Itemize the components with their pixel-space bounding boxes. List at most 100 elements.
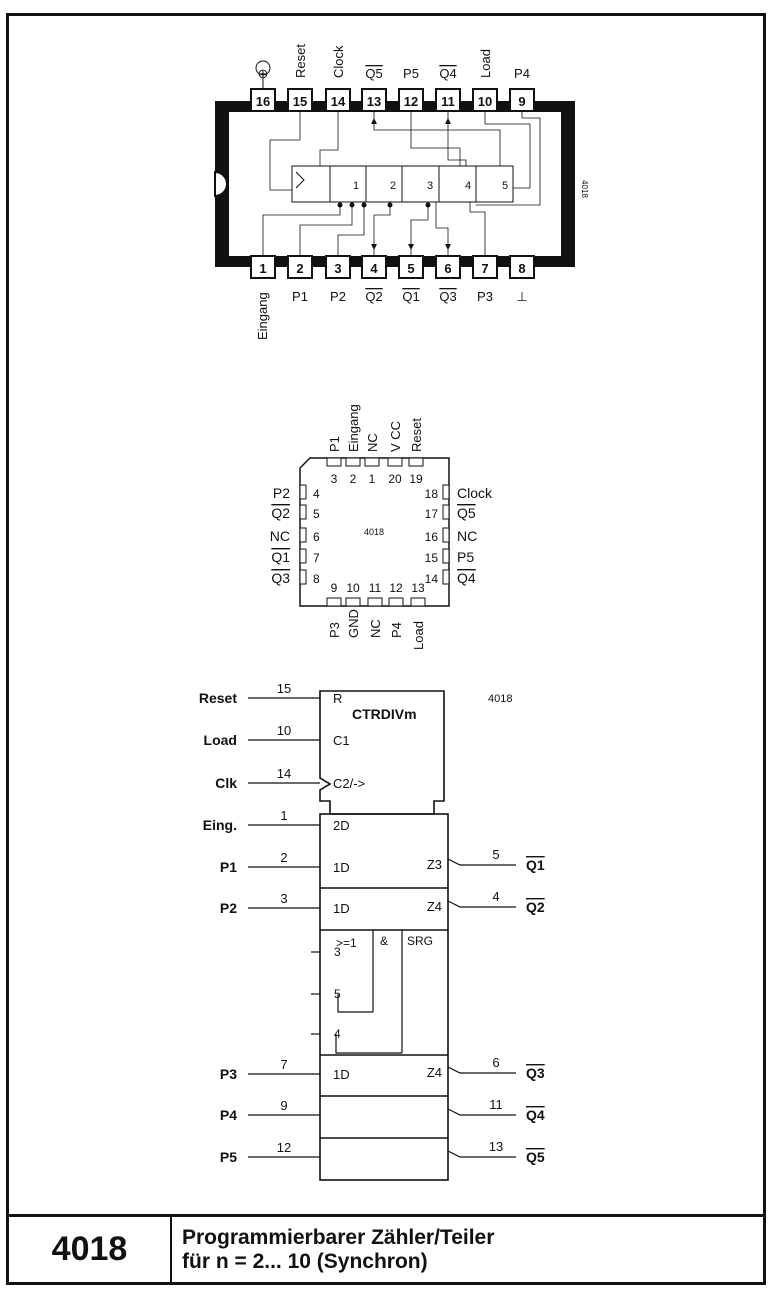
- dip-stage-label: 1: [353, 180, 359, 192]
- dip-top-pin-box: [435, 88, 461, 112]
- output-name: Q5: [526, 1149, 545, 1165]
- plcc-left-pin-number: 7: [313, 551, 320, 565]
- dip-bottom-pin-number: 8: [518, 261, 525, 276]
- input-pin-number: 9: [280, 1098, 287, 1113]
- dip-top-pin-number: 12: [404, 94, 418, 109]
- dip-stage-label: 2: [390, 180, 396, 192]
- input-name: Clk: [215, 775, 237, 791]
- plcc-right-pin-label: NC: [457, 528, 477, 544]
- dip-package-diagram: 16⊕15Reset14Clock13Q512P511Q410Load9P41E…: [214, 44, 589, 340]
- dip-junction: [425, 202, 431, 208]
- plcc-bottom-pin-label: GND: [346, 609, 361, 638]
- or-input-label: 3: [334, 945, 341, 959]
- dip-q3-arrow: [445, 244, 451, 250]
- plcc-left-pin-number: 6: [313, 530, 320, 544]
- plcc-top-pin-number: 2: [350, 472, 357, 486]
- plcc-top-pin-number: 3: [331, 472, 338, 486]
- plcc-top-pin-number: 19: [409, 472, 423, 486]
- dip-bottom-pin-number: 7: [481, 261, 488, 276]
- dip-top-pin-label: Q4: [439, 66, 456, 81]
- plcc-bottom-pad: [367, 597, 383, 607]
- output-function: Z4: [427, 1065, 442, 1080]
- dip-top-pin-label: Load: [478, 49, 493, 78]
- dip-top-pin-number: 16: [256, 94, 270, 109]
- dip-p5-wire: [410, 112, 461, 166]
- input-function: 2D: [333, 818, 350, 833]
- plcc-right-pad: [442, 484, 450, 500]
- input-name: P2: [220, 900, 237, 916]
- dip-q1-arrow: [408, 244, 414, 250]
- plcc-top-pin-label: Eingang: [346, 404, 361, 452]
- dip-bottom-pin-number: 4: [370, 261, 378, 276]
- dip-top-pin-number: 14: [331, 94, 346, 109]
- plcc-bottom-pad: [410, 597, 426, 607]
- dip-clock-wire: [319, 112, 339, 166]
- dip-q4-wire: [447, 112, 467, 166]
- plcc-top-pin-label: V CC: [388, 421, 403, 452]
- dip-load-wire: [484, 112, 531, 189]
- page-frame: [6, 13, 766, 1285]
- plcc-left-pin-label: Q2: [271, 505, 290, 521]
- dip-q5-arrow: [371, 118, 377, 124]
- input-pin-number: 12: [277, 1140, 291, 1155]
- plcc-top-pin-label: P1: [327, 436, 342, 452]
- input-name: Eing.: [203, 817, 237, 833]
- dip-bottom-pin-number: 3: [334, 261, 341, 276]
- plcc-left-pin-label: P2: [273, 485, 290, 501]
- dip-bottom-pin-number: 1: [259, 261, 266, 276]
- input-name: P4: [220, 1107, 237, 1123]
- plcc-left-pad: [299, 527, 307, 543]
- output-pin-number: 13: [489, 1139, 503, 1154]
- output-name: Q2: [526, 899, 545, 915]
- dip-bottom-pin-number: 6: [444, 261, 451, 276]
- or-input-label: 4: [334, 1027, 341, 1041]
- dip-side-mark: 4018: [580, 180, 589, 198]
- plcc-right-pin-label: Q4: [457, 570, 476, 586]
- input-name: P1: [220, 859, 237, 875]
- plcc-left-pin-label: Q3: [271, 570, 290, 586]
- plcc-top-pin-label: Reset: [409, 418, 424, 452]
- control-block: [319, 690, 445, 815]
- plcc-top-pad: [364, 457, 380, 467]
- dip-stage-label: 3: [427, 180, 433, 192]
- plcc-right-pad: [442, 527, 450, 543]
- plcc-left-pad: [299, 504, 307, 520]
- plcc-left-pad: [299, 569, 307, 585]
- plcc-bottom-pin-label: Load: [411, 621, 426, 650]
- dip-top-pin-box: [472, 88, 498, 112]
- dip-top-pin-box: [398, 88, 424, 112]
- register-column: [319, 813, 449, 1181]
- input-name: P3: [220, 1066, 237, 1082]
- plcc-right-pin-number: 17: [425, 507, 439, 521]
- input-pin-number: 14: [277, 766, 291, 781]
- plcc-bottom-pin-number: 10: [346, 581, 360, 595]
- plcc-top-pad: [345, 457, 361, 467]
- input-pin-number: 2: [280, 850, 287, 865]
- dip-notch: [214, 170, 228, 198]
- plcc-bottom-pin-label: P4: [389, 622, 404, 638]
- dip-reset-wire: [269, 112, 301, 191]
- plcc-bottom-pad: [388, 597, 404, 607]
- logic-ic-label: 4018: [488, 693, 512, 705]
- and-feedback-wire: [337, 994, 373, 1013]
- dip-bottom-pin-box: [509, 255, 535, 279]
- srg-label: SRG: [407, 934, 433, 948]
- plcc-right-pin-label: Clock: [457, 485, 493, 501]
- dip-junction: [387, 202, 393, 208]
- dip-bottom-pin-label: P1: [292, 289, 308, 304]
- plcc-top-pin-number: 1: [369, 472, 376, 486]
- plcc-bottom-pin-number: 13: [411, 581, 425, 595]
- plcc-top-pad: [387, 457, 403, 467]
- plcc-left-pin-label: NC: [270, 528, 290, 544]
- dip-bottom-pin-number: 2: [296, 261, 303, 276]
- plcc-left-pin-number: 4: [313, 487, 320, 501]
- and-gate-label: &: [380, 934, 388, 948]
- dip-bottom-pin-label: Q3: [439, 289, 456, 304]
- dip-junction: [361, 202, 367, 208]
- dip-stage-row: [329, 165, 514, 203]
- plcc-bottom-pin-number: 12: [389, 581, 403, 595]
- ic-title: Programmierbarer Zähler/Teiler für n = 2…: [182, 1226, 494, 1274]
- output-function: Z3: [427, 857, 442, 872]
